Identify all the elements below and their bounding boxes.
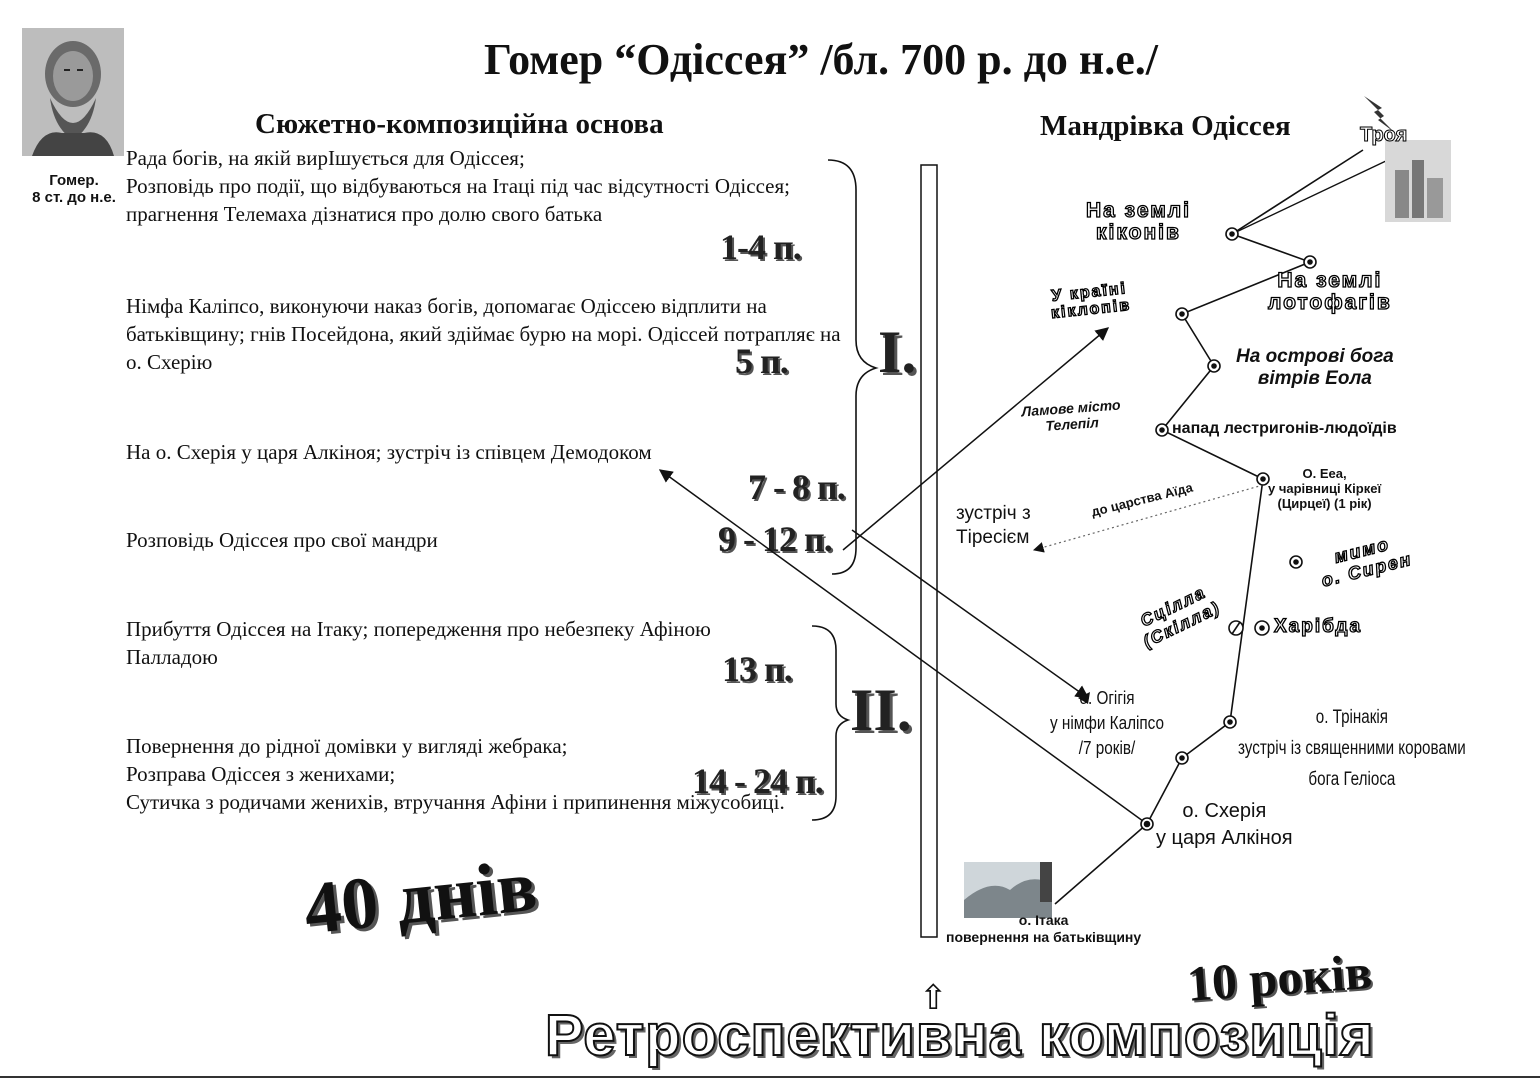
label-laestrygonians: напад лестригонів-людоїдів <box>1172 420 1397 437</box>
plot-block-2: Німфа Каліпсо, виконуючи наказ богів, до… <box>126 294 841 374</box>
ithaca-image <box>964 862 1052 918</box>
books-13: 13 п. <box>722 649 793 689</box>
books-7-8: 7 - 8 п. <box>748 467 846 507</box>
plot-block-6: Повернення до рідної домівки у вигляді ж… <box>126 734 785 814</box>
homer-portrait <box>22 28 124 156</box>
plot-block-1: Рада богів, на якій вирIшується для Одіс… <box>126 146 790 226</box>
arrow-to-cyclopes <box>842 327 1110 551</box>
books-1-4: 1-4 п. <box>720 227 802 267</box>
books-5: 5 п. <box>735 341 789 381</box>
bottom-rule <box>0 1076 1540 1078</box>
books-14-24: 14 - 24 п. <box>692 761 824 801</box>
page-title: Гомер “Одіссея” /бл. 700 р. до н.е./ <box>484 35 1158 84</box>
label-tiresias: зустріч з Тіресієм <box>956 503 1031 548</box>
label-aeolus: На острові бога вітрів Еола <box>1236 346 1394 389</box>
label-circe: О. Ееа, у чарівниці Кіркеї (Цирцеї) (1 р… <box>1268 466 1382 511</box>
plot-block-3: На о. Схерія у царя Алкіноя; зустріч із … <box>126 440 652 464</box>
divider-bar <box>920 164 938 938</box>
portrait-caption: Гомер. 8 ст. до н.е. <box>32 172 116 206</box>
journey-heading: Мандрівка Одіссея <box>1040 110 1291 142</box>
label-kikones: На землі кіконів <box>1085 199 1191 244</box>
brace-part-two <box>811 625 851 821</box>
label-ithaca: о. Ітака повернення на батьківщину <box>946 912 1142 945</box>
label-troy: Троя <box>1359 124 1408 147</box>
plot-block-5: Прибуття Одіссея на Ітаку; попередження … <box>126 617 711 669</box>
part-two: ІІ. <box>850 677 912 743</box>
footer-retrospective: Ретроспективна композиція <box>544 1002 1375 1069</box>
route-to-troy <box>1231 159 1389 235</box>
label-ogygia: о. Огігія у німфи Каліпсо /7 років/ <box>1050 688 1165 758</box>
arrow-scheria-to-plot <box>658 469 1148 825</box>
brace-part-one <box>827 159 879 575</box>
arrow-to-ogygia <box>851 529 1090 699</box>
label-thrinacia: о. Трінакія зустріч із священними корова… <box>1238 707 1466 790</box>
label-lotophagi: На землі лотофагів <box>1267 269 1392 314</box>
part-one: І. <box>878 319 917 385</box>
plot-heading: Сюжетно-композиційна основа <box>255 108 664 140</box>
troy-image <box>1364 96 1451 222</box>
label-scheria: о. Схерія у царя Алкіноя <box>1156 800 1293 849</box>
up-arrow-icon: ⇧ <box>919 979 948 1017</box>
label-charybdis: Харібда <box>1273 615 1363 637</box>
plot-block-4: Розповідь Одіссея про свої мандри <box>126 528 438 552</box>
